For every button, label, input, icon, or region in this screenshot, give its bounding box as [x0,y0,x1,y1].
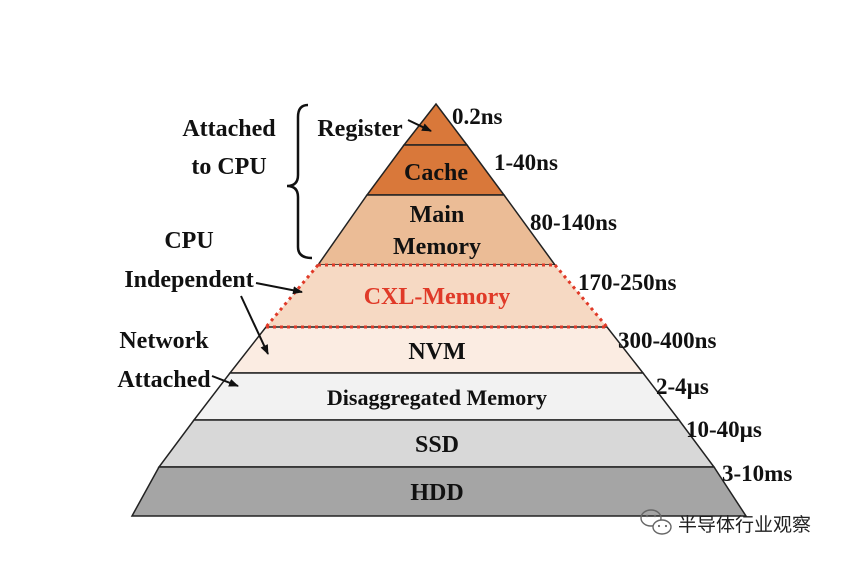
tier-labels: Cache Main Memory CXL-Memory NVM Disaggr… [317,116,547,506]
latency-cache: 1-40ns [494,150,558,175]
group-cpu-independent-line1: CPU [164,228,213,254]
group-attached-cpu-line1: Attached [182,116,276,142]
latency-nvm: 300-400ns [618,328,716,353]
tier-hdd [130,466,748,517]
register-arrow [407,119,432,132]
watermark: 半导体行业观察 [640,509,811,536]
cxl-highlight-border [264,263,609,329]
tier-label-cxl-memory: CXL-Memory [364,284,511,310]
group-annotations: Attached to CPU CPU Independent Network … [117,103,313,393]
latency-register: 0.2ns [452,104,503,129]
network-attached-arrow [211,375,239,387]
tier-label-cache: Cache [404,160,468,186]
latency-hdd: 3-10ms [722,461,792,486]
latency-ssd: 10-40µs [686,417,762,442]
tier-label-main: Main [410,202,465,228]
group-cpu-independent-line2: Independent [124,267,253,293]
group-network-attached-line2: Attached [117,367,211,393]
group-network-attached-line1: Network [119,328,209,354]
cpu-independent-arrow [255,282,303,295]
pyramid [130,102,748,517]
watermark-text: 半导体行业观察 [678,514,811,536]
register-label: Register [317,116,403,142]
latency-labels: 0.2ns 1-40ns 80-140ns 170-250ns 300-400n… [452,104,792,486]
tier-label-hdd: HDD [410,480,463,506]
latency-cxl-memory: 170-250ns [578,270,676,295]
group-attached-cpu-line2: to CPU [191,154,266,180]
wechat-icon [640,509,672,535]
tier-label-disaggregated-memory: Disaggregated Memory [327,385,547,410]
latency-main-memory: 80-140ns [530,210,617,235]
attached-cpu-brace [286,103,313,260]
tier-label-memory: Memory [393,234,481,260]
latency-disaggregated-memory: 2-4µs [656,374,709,399]
cpu-independent-arrow-2 [240,295,269,355]
tier-label-ssd: SSD [415,432,459,458]
tier-label-nvm: NVM [408,339,465,365]
tier-cxl-memory [266,265,607,327]
